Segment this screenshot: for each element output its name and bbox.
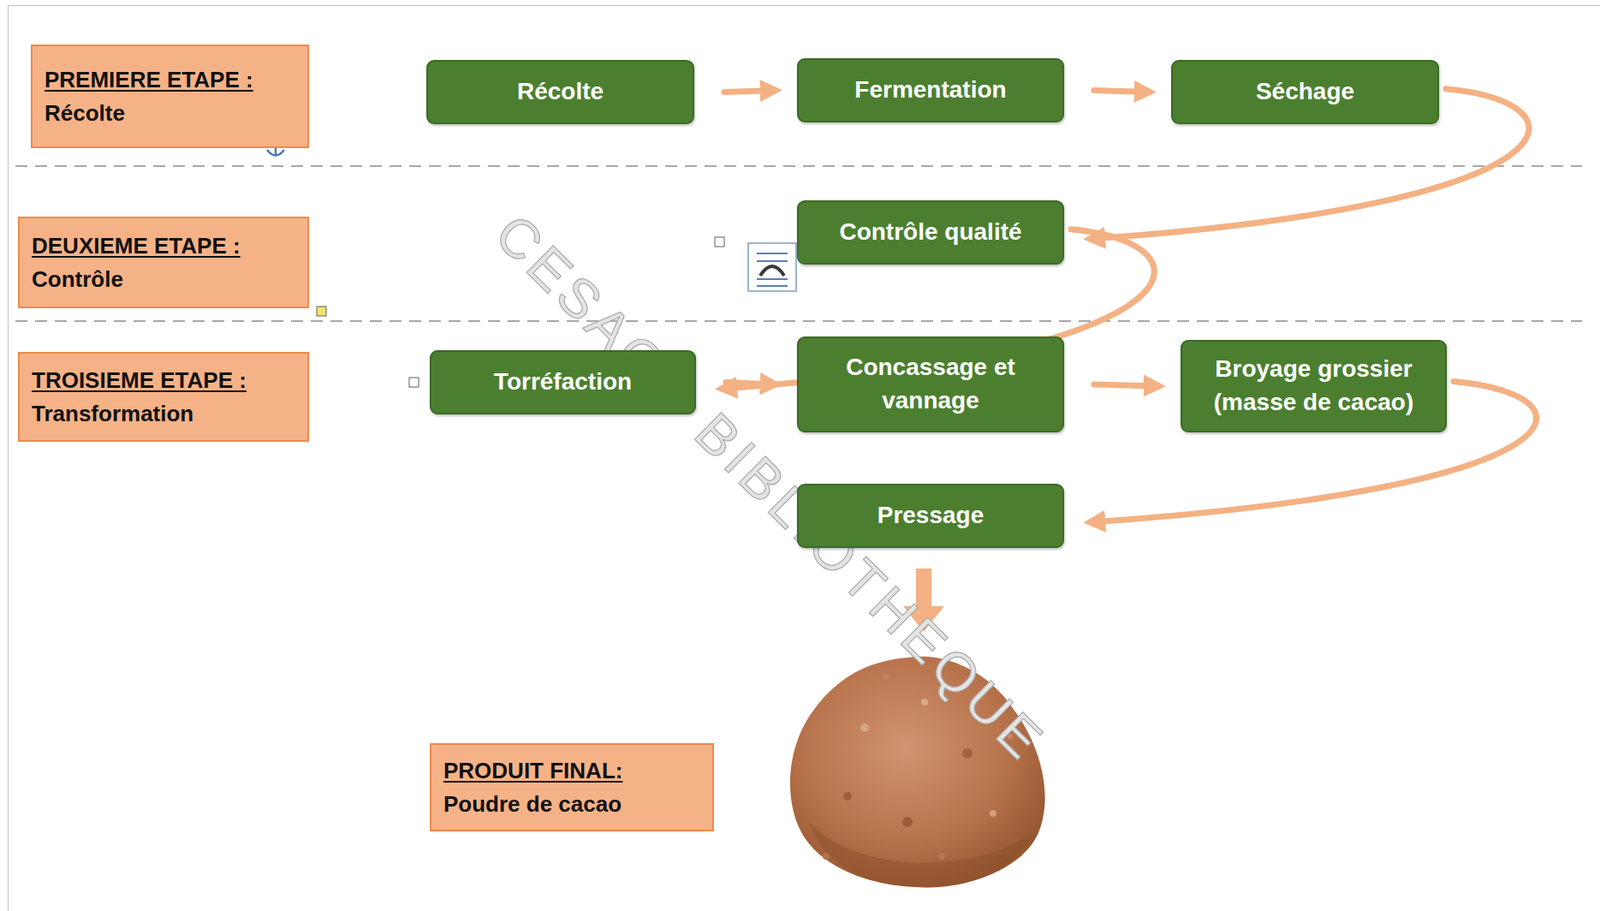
stage-heading: PREMIERE ETAPE :: [44, 63, 296, 97]
process-box: Contrôle qualité: [797, 200, 1065, 265]
stage-heading: PRODUIT FINAL:: [443, 754, 701, 788]
process-box: Séchage: [1171, 59, 1440, 125]
stage-name: Récolte: [44, 96, 296, 131]
stage-label: PREMIERE ETAPE :Récolte: [30, 44, 310, 149]
step-label: Torréfaction: [493, 365, 632, 399]
stage-name: Transformation: [31, 397, 296, 431]
process-box: Torréfaction: [429, 350, 696, 415]
stage-heading: DEUXIEME ETAPE :: [31, 229, 296, 263]
process-box: Fermentation: [797, 58, 1065, 123]
step-label: Séchage: [1255, 75, 1355, 109]
flow-arrow: [724, 90, 776, 93]
stage-name: Contrôle: [31, 262, 296, 297]
process-box: Récolte: [426, 59, 695, 125]
step-label: Contrôle qualité: [838, 215, 1022, 250]
step-label: Concassage et vannage: [808, 350, 1053, 417]
stage-label: PRODUIT FINAL:Poudre de cacao: [429, 743, 714, 832]
separator-line: [15, 165, 1583, 167]
stage-label: TROISIEME ETAPE :Transformation: [17, 351, 310, 442]
stage-name: Poudre de cacao: [443, 787, 701, 821]
selection-handle: [409, 377, 419, 387]
process-box: Pressage: [797, 483, 1065, 548]
selection-handle: [714, 237, 725, 247]
stage-heading: TROISIEME ETAPE :: [31, 363, 296, 398]
step-label: Pressage: [877, 499, 985, 533]
stage-label: DEUXIEME ETAPE :Contrôle: [17, 216, 310, 309]
flow-arrow: [725, 382, 776, 386]
selection-handle: [316, 306, 327, 316]
layout-options-icon: [748, 243, 797, 292]
flow-arrow: [1094, 384, 1160, 387]
step-label: Broyage grossier (masse de cacao): [1192, 352, 1435, 419]
process-box: Concassage et vannage: [797, 336, 1065, 433]
step-label: Fermentation: [854, 73, 1006, 108]
flow-arrow: [1094, 90, 1150, 93]
step-label: Récolte: [517, 75, 604, 109]
separator-line: [15, 320, 1583, 322]
process-box: Broyage grossier (masse de cacao): [1180, 339, 1447, 433]
